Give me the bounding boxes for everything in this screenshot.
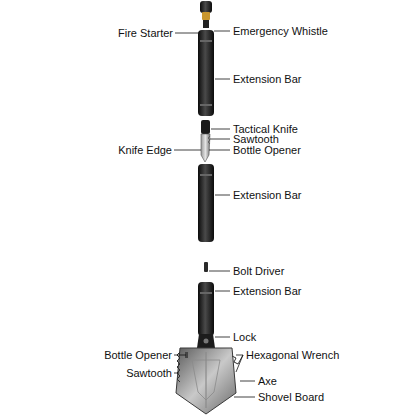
part-label: Knife Edge [118, 144, 172, 157]
whistle-cap [200, 1, 212, 13]
fire-starter-rod [202, 12, 210, 20]
knife-blade [201, 134, 210, 162]
part-label: Sawtooth [126, 367, 172, 380]
part-label: Shovel Board [258, 391, 324, 404]
part-label: Extension Bar [233, 73, 301, 86]
part-label: Extension Bar [233, 189, 301, 202]
sawtooth-edge [177, 352, 180, 382]
bolt-driver [204, 262, 208, 272]
extension-bar [198, 164, 214, 242]
shovel-board [176, 348, 236, 414]
extension-bar [198, 282, 214, 336]
hex-wrench-notch [232, 356, 238, 364]
part-label: Emergency Whistle [233, 25, 328, 38]
knife-handle [201, 120, 210, 134]
part-label: Bottle Opener [104, 349, 172, 362]
extension-bar [198, 30, 214, 116]
part-label: Lock [233, 331, 256, 344]
lock-hinge [197, 334, 215, 348]
part-label: Bottle Opener [233, 144, 301, 157]
part-label: Bolt Driver [233, 265, 284, 278]
part-label: Fire Starter [118, 27, 173, 40]
part-label: Hexagonal Wrench [246, 349, 339, 362]
part-label: Axe [258, 375, 277, 388]
part-label: Extension Bar [233, 285, 301, 298]
cap-neck [203, 20, 209, 28]
